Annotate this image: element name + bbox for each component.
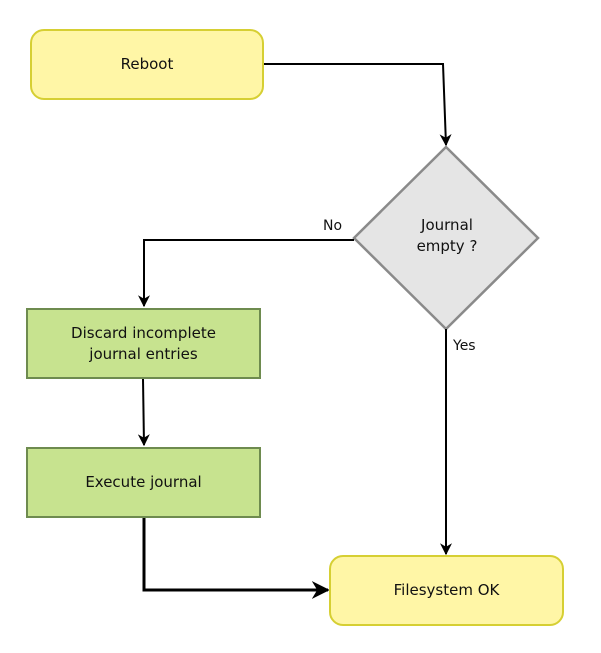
node-journal-empty-label-box: Journal empty ? bbox=[383, 213, 511, 259]
node-execute-label: Execute journal bbox=[85, 473, 202, 491]
node-filesystem-ok: Filesystem OK bbox=[329, 555, 564, 626]
edge-label-yes: Yes bbox=[453, 338, 476, 354]
edge-no-to-discard bbox=[138, 239, 354, 308]
node-execute-journal: Execute journal bbox=[26, 447, 261, 518]
edge-discard-to-execute bbox=[137, 378, 150, 447]
node-filesystem-ok-label: Filesystem OK bbox=[393, 581, 500, 599]
edge-label-no: No bbox=[323, 218, 343, 234]
node-journal-empty-label: Journal empty ? bbox=[416, 216, 478, 255]
node-discard-label: Discard incomplete journal entries bbox=[71, 323, 216, 363]
node-reboot-label: Reboot bbox=[120, 55, 174, 73]
node-discard-incomplete-journal-entries: Discard incomplete journal entries bbox=[26, 308, 261, 379]
edge-execute-to-filesystem-ok bbox=[142, 517, 330, 599]
edge-reboot-to-journal-empty bbox=[263, 63, 452, 147]
node-reboot: Reboot bbox=[30, 29, 264, 100]
